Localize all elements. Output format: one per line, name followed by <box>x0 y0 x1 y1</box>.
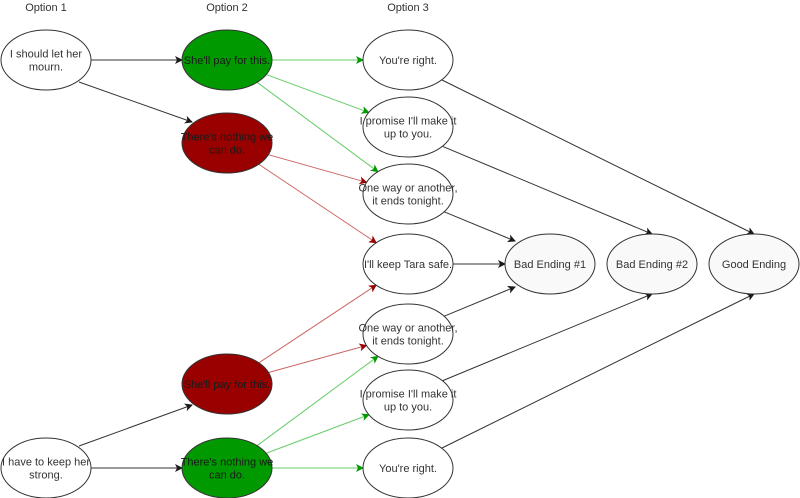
edge-o2a-to-o3c <box>256 81 379 173</box>
node-end1[interactable]: Bad Ending #1 <box>504 233 596 295</box>
node-shape <box>362 163 454 225</box>
node-label: Good Ending <box>722 259 786 271</box>
edge-o3g-to-end3 <box>441 293 755 449</box>
edge-o3b-to-end2 <box>442 145 653 235</box>
edge-o1b-to-o2c <box>78 403 193 447</box>
edge-o3e-to-end1 <box>443 285 516 317</box>
node-o3c[interactable]: One way or another,it ends tonight. <box>358 163 458 225</box>
column-header-option-2: Option 2 <box>206 2 248 14</box>
edge-o2b-to-o3c <box>268 154 368 185</box>
node-shape <box>362 233 454 295</box>
node-shape <box>181 29 273 91</box>
node-label: it ends tonight. <box>372 196 444 208</box>
node-label: up to you. <box>384 402 432 414</box>
node-shape <box>181 112 273 174</box>
node-label: up to you. <box>384 129 432 141</box>
edges-layer <box>78 56 755 472</box>
edge-o2a-to-o3b <box>266 74 370 114</box>
node-label: There's nothing we <box>181 132 274 144</box>
node-label: One way or another, <box>358 323 457 335</box>
node-label: I should let her <box>10 49 82 61</box>
node-shape <box>362 303 454 365</box>
node-label: can do. <box>209 145 245 157</box>
edge-o3f-to-end2 <box>442 292 653 382</box>
edge-o2b-to-o3d <box>258 163 378 244</box>
edge-o2d-to-o3e <box>256 355 379 447</box>
edge-o3a-to-end3 <box>441 79 755 235</box>
node-shape <box>362 437 454 498</box>
node-label: it ends tonight. <box>372 336 444 348</box>
edge-o2c-to-o3d <box>258 284 377 364</box>
edge-o1a-to-o2b <box>78 81 193 124</box>
node-o3g[interactable]: You're right. <box>362 437 454 498</box>
node-label: She'll pay for this. <box>184 55 270 67</box>
node-o3a[interactable]: You're right. <box>362 29 454 91</box>
node-label: You're right. <box>379 463 437 475</box>
node-shape <box>606 233 698 295</box>
edge-o3c-to-end1 <box>443 211 516 243</box>
node-end3[interactable]: Good Ending <box>708 233 800 295</box>
node-o2a[interactable]: She'll pay for this. <box>181 29 273 91</box>
node-label: You're right. <box>379 55 437 67</box>
node-shape <box>181 437 273 498</box>
edge-o2c-to-o3e <box>268 343 368 373</box>
node-label: I promise I'll make it <box>360 116 457 128</box>
edge-o2d-to-o3f <box>266 413 370 454</box>
node-shape <box>708 233 800 295</box>
node-o2c[interactable]: She'll pay for this. <box>181 353 273 415</box>
column-header-option-3: Option 3 <box>387 2 429 14</box>
node-label: I'll keep Tara safe. <box>364 259 452 271</box>
node-label: There's nothing we <box>181 457 274 469</box>
node-label: can do. <box>209 470 245 482</box>
node-shape <box>504 233 596 295</box>
node-label: mourn. <box>29 62 63 74</box>
node-label: strong. <box>29 470 63 482</box>
node-label: She'll pay for this. <box>184 379 270 391</box>
node-shape <box>0 29 92 91</box>
node-label: I have to keep her <box>2 457 90 469</box>
node-label: I promise I'll make it <box>360 389 457 401</box>
node-label: One way or another, <box>358 183 457 195</box>
column-header-option-1: Option 1 <box>25 2 67 14</box>
node-label: Bad Ending #2 <box>616 259 688 271</box>
node-shape <box>181 353 273 415</box>
node-end2[interactable]: Bad Ending #2 <box>606 233 698 295</box>
node-shape <box>0 437 92 498</box>
node-shape <box>362 96 454 158</box>
node-shape <box>362 369 454 431</box>
node-o3e[interactable]: One way or another,it ends tonight. <box>358 303 458 365</box>
node-label: Bad Ending #1 <box>514 259 586 271</box>
node-o3d[interactable]: I'll keep Tara safe. <box>362 233 454 295</box>
node-shape <box>362 29 454 91</box>
